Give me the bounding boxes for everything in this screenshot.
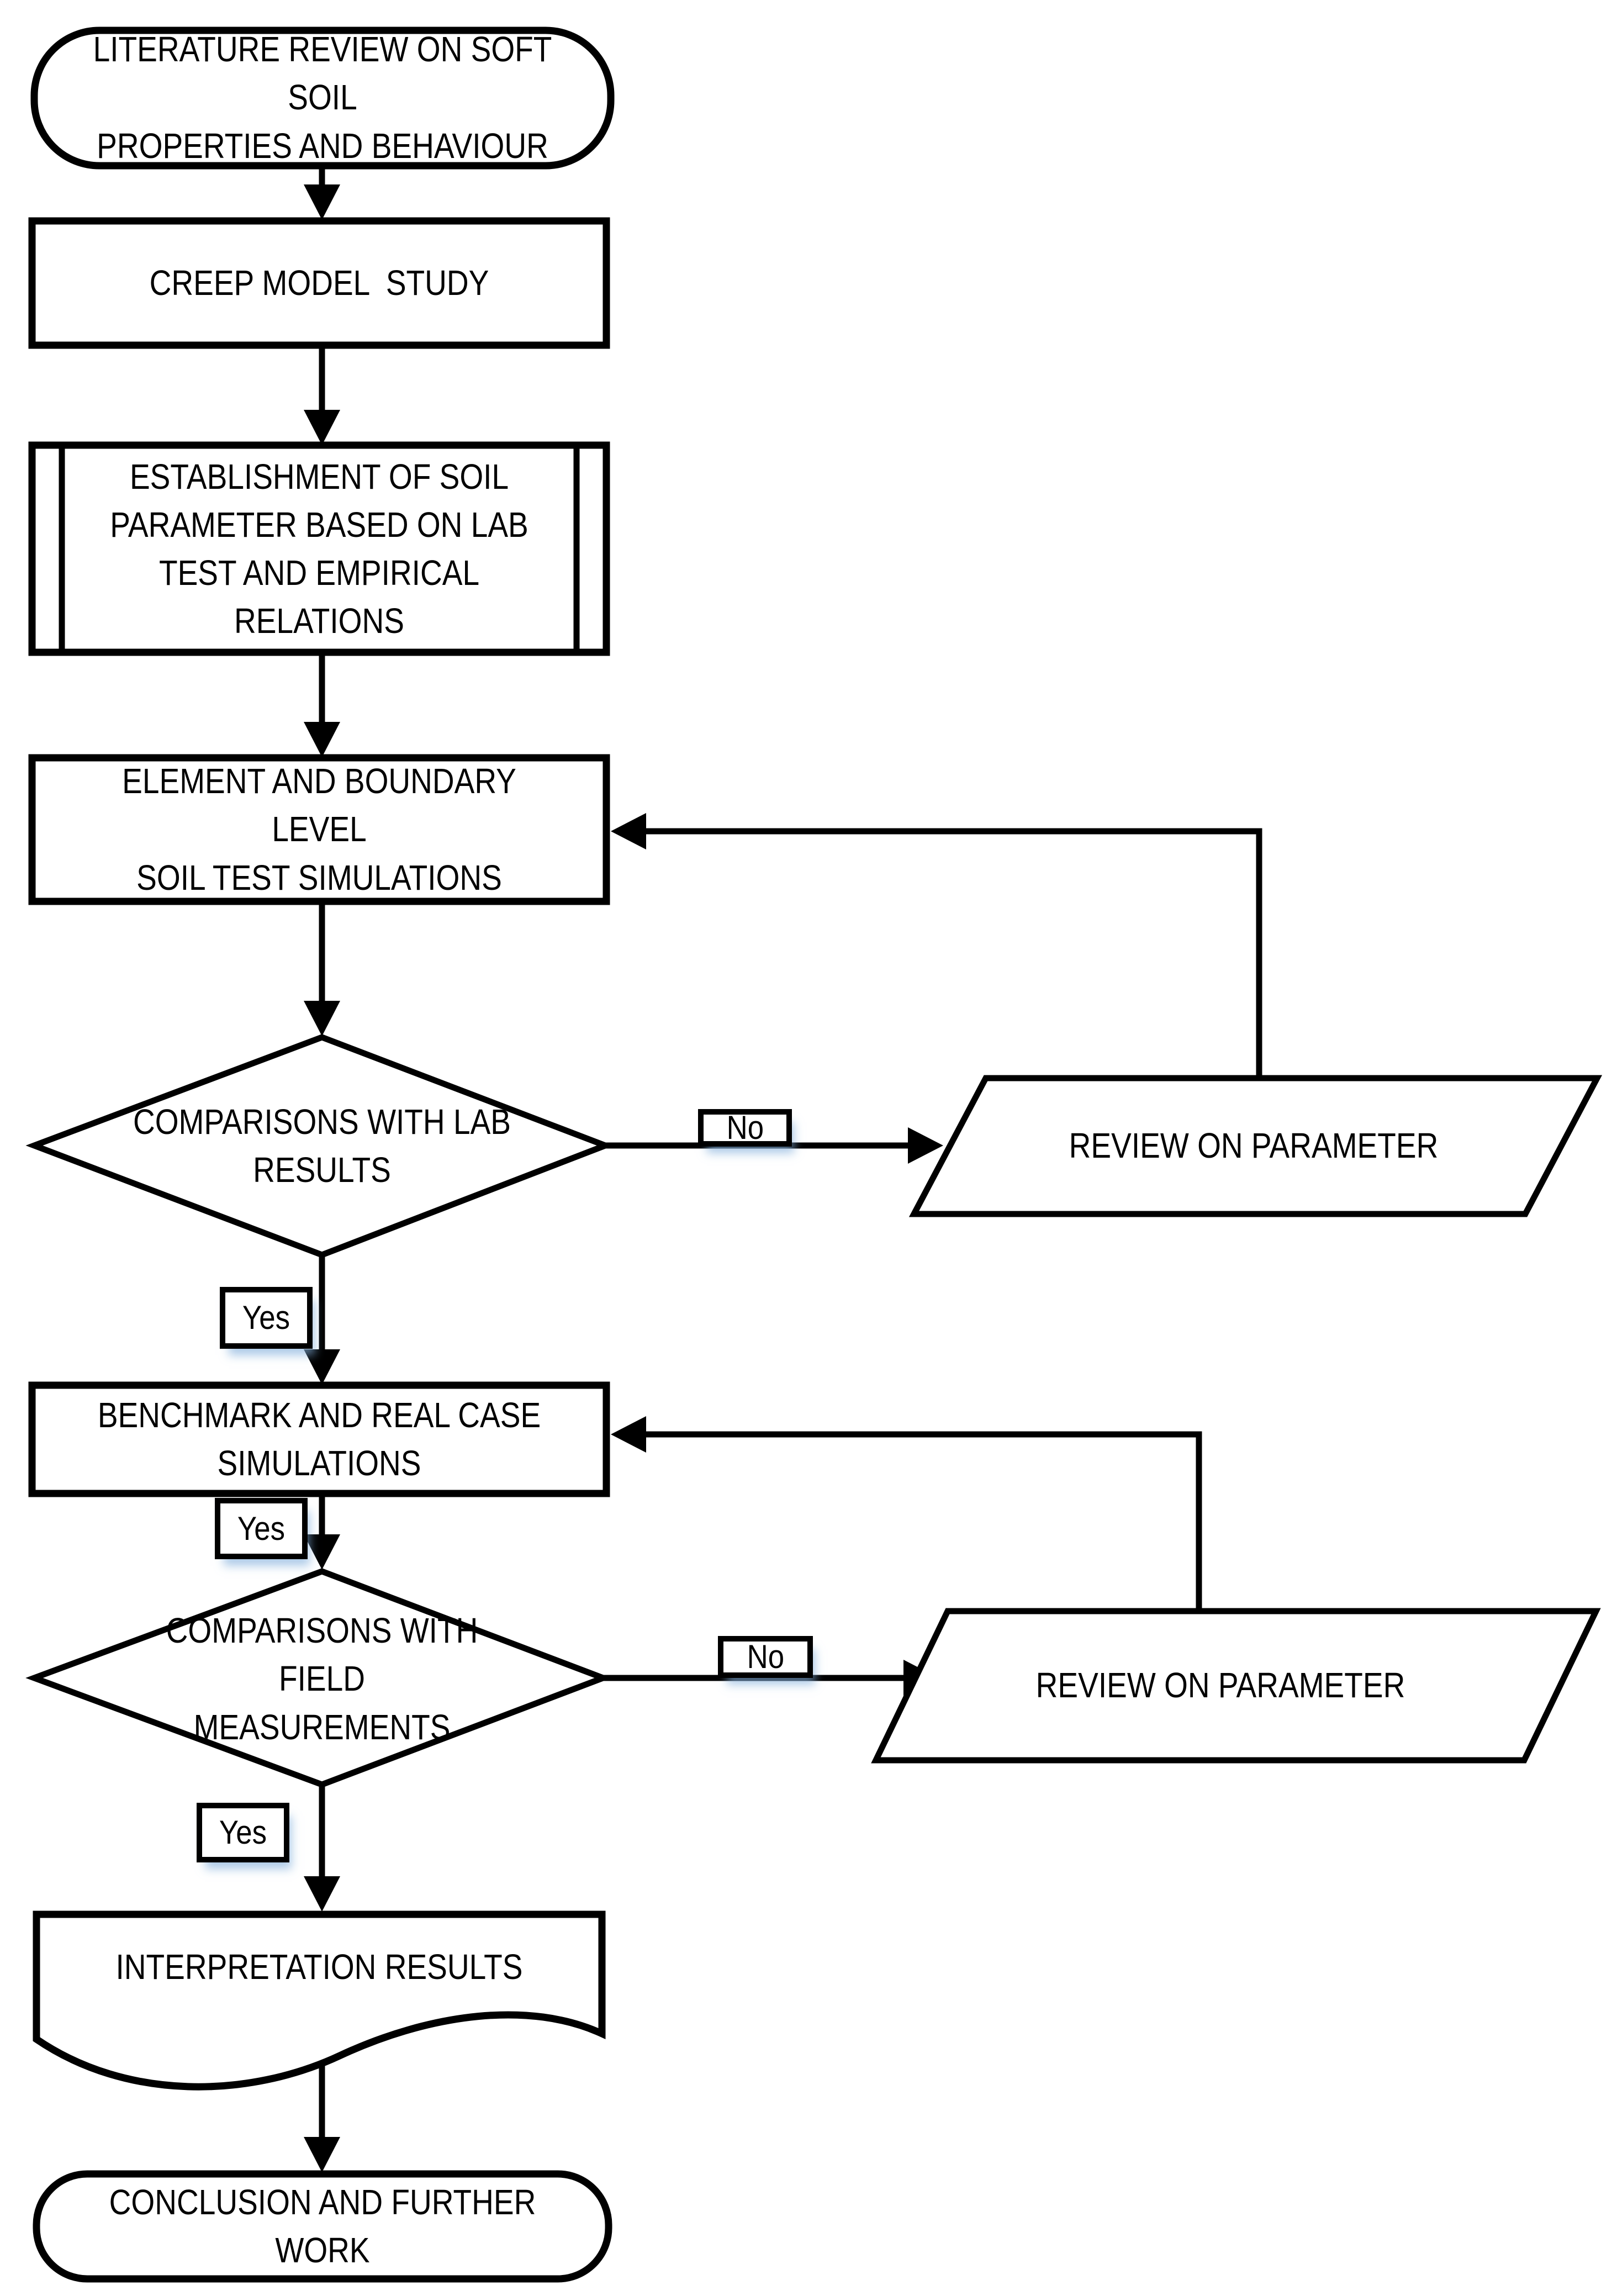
arrowhead-down-icon <box>304 722 340 757</box>
arrowhead-left-icon <box>611 1416 646 1453</box>
edge-label-yes-benchmark: Yes <box>215 1498 308 1559</box>
process-element-boundary-simulations <box>28 754 610 905</box>
arrowhead-down-icon <box>304 2137 340 2172</box>
arrow-heads <box>304 184 943 2172</box>
edge-label-yes-lab: Yes <box>220 1287 313 1349</box>
edge-label-yes-lab-text: Yes <box>242 1299 290 1336</box>
label-interpretation-results: INTERPRETATION RESULTS <box>115 1947 523 1987</box>
edge-label-no-field-text: No <box>747 1638 784 1675</box>
data-review-parameter-1 <box>908 1075 1603 1217</box>
edge-label-yes-field: Yes <box>197 1803 289 1862</box>
label-comparisons-field: COMPARISONS WITH FIELD MEASUREMENTS <box>166 1611 478 1747</box>
edge-label-no-field: No <box>718 1636 813 1678</box>
process-benchmark-simulations <box>28 1381 610 1497</box>
arrowhead-right-icon <box>908 1127 943 1164</box>
label-review-parameter-1: REVIEW ON PARAMETER <box>1069 1126 1439 1166</box>
arrowhead-down-icon <box>304 410 340 445</box>
edge-review1-feedback <box>645 828 1262 1078</box>
edge-label-yes-benchmark-text: Yes <box>237 1509 286 1547</box>
label-comparisons-lab: COMPARISONS WITH LAB RESULTS <box>133 1101 511 1190</box>
terminator-conclusion <box>33 2170 612 2283</box>
arrowhead-down-icon <box>304 1001 340 1036</box>
label-soil-parameter-establishment: ESTABLISHMENT OF SOIL PARAMETER BASED ON… <box>110 456 528 641</box>
edge-label-yes-field-text: Yes <box>219 1814 267 1851</box>
data-review-parameter-2 <box>871 1608 1601 1764</box>
label-review-parameter-2: REVIEW ON PARAMETER <box>1035 1665 1405 1706</box>
label-benchmark-simulations: BENCHMARK AND REAL CASE SIMULATIONS <box>97 1395 541 1483</box>
edge-label-no-lab-text: No <box>726 1109 764 1146</box>
arrowhead-down-icon <box>304 1534 340 1570</box>
label-element-boundary-simulations: ELEMENT AND BOUNDARY LEVEL SOIL TEST SIM… <box>122 761 516 898</box>
arrowhead-down-icon <box>304 1876 340 1912</box>
terminator-literature-review <box>30 27 615 170</box>
edge-review2-feedback <box>645 1431 1202 1611</box>
arrowhead-left-icon <box>611 813 646 849</box>
edge-label-no-lab: No <box>698 1109 792 1147</box>
process-creep-model-study <box>28 217 610 349</box>
decision-comparisons-field <box>25 1568 612 1788</box>
decision-comparisons-lab <box>25 1034 614 1258</box>
label-conclusion: CONCLUSION AND FURTHER WORK <box>109 2182 545 2270</box>
arrowhead-down-icon <box>304 1349 340 1385</box>
predefined-process-soil-parameter <box>28 441 610 656</box>
label-creep-model-study: CREEP MODEL STUDY <box>149 262 489 303</box>
arrowhead-down-icon <box>304 184 340 220</box>
label-literature-review: LITERATURE REVIEW ON SOFT SOIL PROPERTIE… <box>93 29 552 166</box>
document-interpretation-results <box>33 1910 606 2091</box>
